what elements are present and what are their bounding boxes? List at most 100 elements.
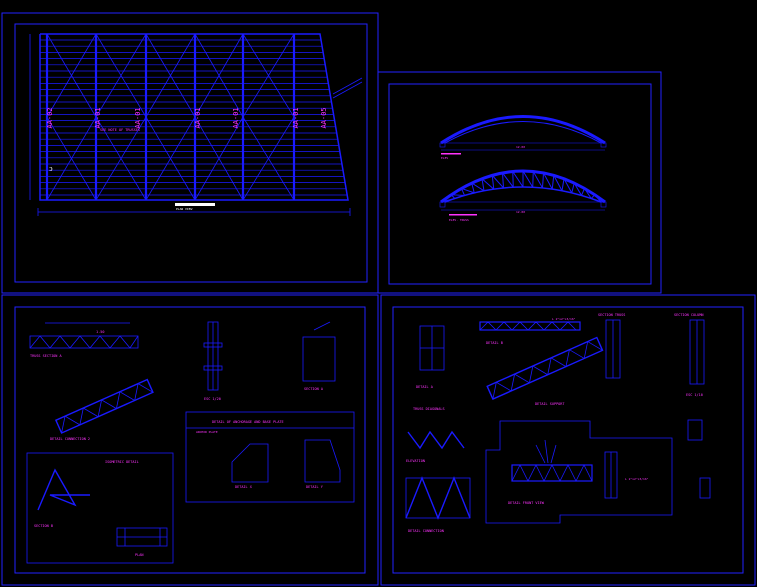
elev-left-label: ELEVATION <box>406 459 425 463</box>
truss-section-label: TRUSS SECTION A <box>30 354 63 358</box>
arch-web-member <box>581 188 585 196</box>
brace-line <box>145 33 196 118</box>
scale-a: ESC 1/20 <box>204 397 221 401</box>
plan-axis-label: AA-02 <box>46 107 54 128</box>
arch-web-member <box>461 187 475 194</box>
plan-axis-label: AA-01 <box>232 107 240 128</box>
frame-plan-outer <box>1 12 379 294</box>
arch-web-member <box>522 170 534 188</box>
horizontal-truss-right-web <box>479 321 577 331</box>
plan-purlins <box>40 39 348 196</box>
plan-axis-label: AA-01 <box>94 107 102 128</box>
arch-web-member <box>502 172 504 188</box>
arch-web-member <box>542 172 544 188</box>
plan-detail-web <box>117 528 167 546</box>
sheet-frames <box>1 12 756 586</box>
brace-line <box>46 33 97 118</box>
arch-web-member <box>481 178 495 190</box>
plan-outline <box>39 33 349 201</box>
detail-connection-label: DETAIL CONNECTION 2 <box>50 437 90 441</box>
right-profile-label: L 2"x2"x3/16" <box>625 477 649 481</box>
plan-axis-labels: AA-02 AA-01 AA-01 AA-01 AA-01 AA-01 AA-05 <box>46 107 328 128</box>
anchor-shape-a <box>231 443 269 483</box>
arch-web-member <box>573 182 582 196</box>
arch-web-member <box>451 194 465 196</box>
zigzag-detail-1 <box>407 430 465 450</box>
arch-web-member <box>594 194 602 203</box>
arch-top-outer <box>440 115 606 145</box>
brace-line <box>95 33 147 118</box>
plan-axis-label: AA-01 <box>134 107 142 128</box>
section-truss-label: SECTION TRUSS <box>598 313 625 317</box>
arch-web-member <box>461 188 465 196</box>
iso-detail-lines <box>37 468 90 511</box>
plan-scale-caption: PLAN VIEW <box>176 207 192 211</box>
brace-line <box>95 116 147 201</box>
plan-curl-mark: ↄ <box>49 164 53 173</box>
brace-line <box>242 33 295 118</box>
section-column-label: SECTION COLUMN <box>674 313 704 317</box>
right-scale-label: ESC 1/10 <box>686 393 703 397</box>
frame-left-inner <box>14 306 366 574</box>
elev-top-caption-bar <box>441 153 461 155</box>
zigzag-detail-2-web <box>405 476 471 520</box>
plan-bracing <box>46 33 295 201</box>
detail-x-label: DETAIL X <box>235 485 253 489</box>
arch-web-member <box>471 182 485 192</box>
plan-axis-label: AA-01 <box>292 107 300 128</box>
arch-top-support-l <box>439 142 446 148</box>
right-column-small <box>687 419 703 441</box>
left-labels: 1.50 TRUSS SECTION A DETAIL CONNECTION 2… <box>30 330 324 557</box>
brace-line <box>194 116 244 201</box>
frame-right-inner <box>392 306 744 574</box>
frame-elev-inner <box>388 83 652 285</box>
plan-detail-label: PLAN <box>135 553 143 557</box>
plan-axis-label: AA-01 <box>194 107 202 128</box>
arch-web-member <box>450 194 456 199</box>
table-title: DETAIL OF ANCHORAGE AND BASE PLATE <box>212 420 284 424</box>
plan-leader-2 <box>332 77 363 95</box>
arch-web-member <box>563 178 573 194</box>
arch-web-member <box>491 175 495 190</box>
truss-dim: 1.50 <box>96 330 104 334</box>
connection-fan <box>535 439 557 464</box>
arch-web-member <box>553 175 563 191</box>
arch-web-member <box>551 175 555 190</box>
column-plate-a <box>203 342 223 348</box>
mid-caption: DETAIL SUPPORT <box>535 402 565 406</box>
connection-frame <box>485 420 673 524</box>
elev-top-dim: 12.00 <box>516 145 525 149</box>
anchor-table-frame <box>185 411 355 503</box>
truss-seg-web <box>29 335 139 349</box>
anchor-shape-b <box>304 439 341 483</box>
arch-web-member <box>471 182 475 193</box>
iso-detail-frame <box>26 452 174 564</box>
horizontal-truss-right <box>479 321 581 331</box>
plan-axis-label: AA-05 <box>320 107 328 128</box>
elev-bottom-dim: 12.00 <box>516 210 525 214</box>
arch-truss-support-l <box>439 201 446 208</box>
brace-line <box>194 33 244 118</box>
brace-line <box>145 116 196 201</box>
detail-a-label: DETAIL A <box>416 385 434 389</box>
right-column-small-2 <box>699 477 711 499</box>
frame-right-outer <box>380 294 756 586</box>
section-a-label: SECTION A <box>304 387 324 391</box>
brace-line <box>46 116 97 201</box>
arch-web-member <box>481 178 485 191</box>
frame-left-outer <box>1 294 379 586</box>
connection-beam-web <box>511 464 593 482</box>
arch-web-member <box>532 171 534 188</box>
arch-top-support-r <box>600 142 607 148</box>
diagonal-truss-left <box>54 378 154 434</box>
angle-detail-a-lines <box>420 326 444 370</box>
arch-web-member <box>584 188 592 199</box>
plan-scale-bar <box>175 203 215 206</box>
arch-truss-support-r <box>600 201 607 208</box>
detail-y-label: DETAIL Y <box>306 485 324 489</box>
frame-elev-outer <box>377 71 662 294</box>
arch-web-member <box>502 172 514 188</box>
iso-title: ISOMETRIC DETAIL <box>105 460 139 464</box>
truss-segment-top <box>29 335 139 349</box>
column-plate-b <box>203 365 223 371</box>
